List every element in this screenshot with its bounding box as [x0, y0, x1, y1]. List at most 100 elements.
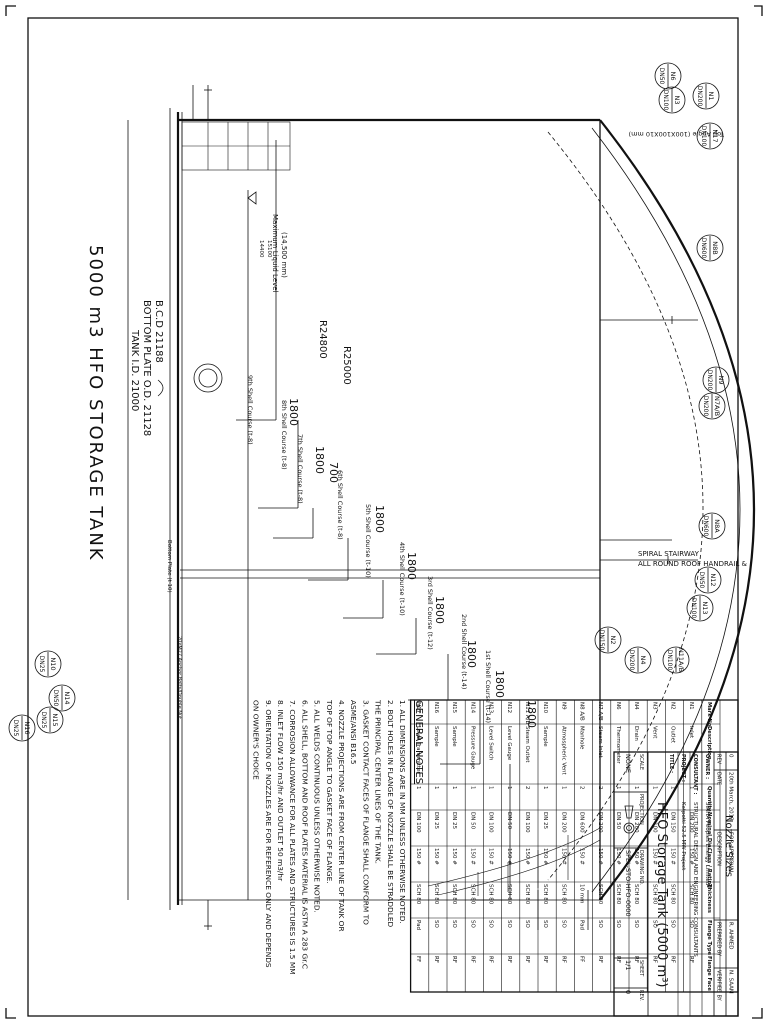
nozzle-table-cell: SCH 80 — [560, 884, 566, 905]
nozzle-tag-bubble — [696, 234, 724, 262]
nozzle-table-cell: RF — [560, 956, 566, 963]
nozzle-table-cell: 150 # — [597, 848, 603, 865]
drawing-border — [27, 17, 739, 1017]
nozzle-table-cell: SCH 80 — [633, 884, 639, 905]
nozzle-table-cell: SCH 80 — [469, 884, 475, 905]
nozzle-table-cell: N11 A/B — [524, 702, 530, 724]
drawing-title: HFO Storage Tank (5000 m³) — [654, 802, 669, 988]
shell-course-label: 4th Shell Course (t-10) — [398, 542, 406, 616]
title-label: TITLE : — [668, 754, 674, 773]
nozzle-table-cell: SO — [488, 920, 494, 928]
nozzle-table-cell: Sample — [542, 726, 548, 747]
note-line: 9. ORIENTATION OF NOZZLES ARE FOR REFERE… — [264, 700, 273, 968]
project-value: Katpotti 52.5 MW Project — [680, 802, 686, 871]
nozzle-table-cell: DN 50 — [506, 812, 512, 830]
nozzle-tag-bubble — [692, 82, 720, 110]
nozzle-tag-bubble — [624, 646, 652, 674]
level-marker — [247, 191, 257, 205]
bottom-od-label: BOTTOM PLATE O.D. 21128 — [141, 300, 152, 436]
consultant-value: STRUCTURAL DESIGN AND ENGINEERING CONSUL… — [692, 802, 698, 957]
nozzle-table-cell: 10 mm — [579, 884, 585, 903]
nozzle-table-header: Description — [706, 726, 712, 760]
nozzle-table-cell: 150 # — [633, 848, 639, 865]
nozzle-table-cell: 1 — [615, 786, 621, 790]
nozzle-tag-bubble — [654, 62, 682, 90]
radius-inner-label: R24800 — [317, 320, 328, 359]
nozzle-tag-mark: N16 — [23, 721, 31, 734]
nozzle-table-cell: FF — [415, 956, 421, 962]
nozzle-tag-bubble — [698, 512, 726, 540]
nozzle-table-cell: SCH 80 — [597, 884, 603, 905]
nozzle-table-cell: RF — [633, 956, 639, 963]
title-block-header: PROJECTION — [638, 794, 644, 825]
note-line: 7. CORROSION ALLOWANCE FOR ALL PLATES AN… — [288, 700, 297, 975]
height-dim-2: 15100 — [266, 240, 272, 258]
nozzle-tag-bubble — [658, 86, 686, 114]
nozzle-table-cell: 150 # — [651, 848, 657, 865]
title-block-value: 0 — [624, 990, 632, 994]
shell-course-dim: 1800 — [373, 505, 386, 533]
nozzle-table-cell: DN 50 — [469, 812, 475, 830]
title-block-header: SCALE — [638, 754, 644, 770]
nozzle-table-cell: 150 # — [615, 848, 621, 865]
note-line: 4. NOZZLE PROJECTIONS ARE FROM CENTER LI… — [337, 700, 346, 932]
nozzle-table-cell: DN 200 — [688, 812, 694, 833]
nozzle-table-cell: SO — [597, 920, 603, 928]
shell-course-dim: 1800 — [405, 552, 418, 580]
nozzle-table-cell: SCH 80 — [506, 884, 512, 905]
nozzle-table-header: Flange Type — [706, 920, 712, 956]
title-block-value: FOR APPROVAL — [728, 832, 734, 875]
nozzle-table-cell: DN 50 — [615, 812, 621, 830]
nozzle-table-cell: RF — [597, 956, 603, 963]
height-dim-1: 14400 — [258, 240, 264, 258]
title-block-cell — [613, 987, 649, 1017]
nozzle-table-cell: SCH 80 — [651, 884, 657, 905]
nozzle-table-cell: RF — [670, 956, 676, 963]
nozzle-table-cell: Manhole — [579, 726, 585, 750]
nozzle-tag-mark: N10 — [49, 657, 57, 670]
nozzle-table-cell: DN 100 — [488, 812, 494, 833]
note-line: 8. INLET FLOW 150 m3/hr AND OUTLET 50 m3… — [276, 700, 285, 882]
nozzle-table-cell: N1 — [688, 702, 694, 710]
nozzle-table-cell: Steam Inlet — [597, 726, 603, 759]
nozzle-tag-size: DN200 — [628, 650, 635, 671]
nozzle-table-cell: 150 # — [688, 848, 694, 865]
nozzle-table-cell: SO — [542, 920, 548, 928]
nozzle-table-cell: RF — [469, 956, 475, 963]
nozzle-table-cell: DN 100 — [415, 812, 421, 833]
projection-icon — [623, 805, 635, 834]
nozzle-table-cell: N13 — [488, 702, 494, 714]
nozzle-table-cell: N16 — [433, 702, 439, 714]
shell-course-label: 5th Shell Course (t-10) — [364, 504, 372, 578]
nozzle-tag-size: DN100 — [666, 650, 673, 671]
nozzle-tag-bubble — [698, 392, 726, 420]
nozzle-tag-mark: N8B — [711, 241, 719, 254]
nozzle-table-cell: RF — [651, 956, 657, 963]
radius-outer-label: R25000 — [341, 346, 352, 385]
title-block-header: PREPARED BY — [716, 922, 722, 957]
nozzle-tag-size: DN100 — [690, 598, 697, 619]
nozzle-table-cell: 150 # — [433, 848, 439, 865]
nozzle-table-cell: N12 — [506, 702, 512, 713]
nozzle-table-cell: RF — [488, 956, 494, 963]
nozzle-table-cell: 1 — [506, 786, 512, 790]
nozzle-table-cell: DN 25 — [451, 812, 457, 830]
nozzle-table-cell: 1 — [488, 786, 494, 790]
note-line: 2. BOLT HOLES IN FLANGE OF NOZZLE SHALL … — [386, 700, 395, 928]
nozzle-table-cell: N9 — [560, 702, 566, 710]
nozzle-table-cell: RF — [451, 956, 457, 963]
nozzle-table-cell: SO — [670, 920, 676, 928]
nozzle-piping — [157, 85, 698, 930]
shell-course-label: 8th Shell Course (t-8) — [280, 400, 288, 470]
nozzle-tag-size: DN200 — [706, 370, 713, 391]
title-block-value: 1/1 — [624, 960, 632, 970]
